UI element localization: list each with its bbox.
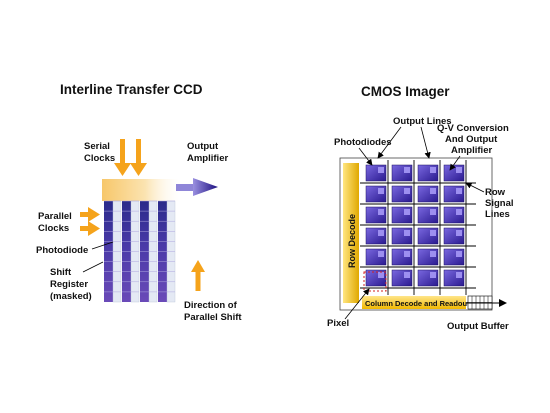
pixel-leader [344,288,370,320]
pixel-array [365,164,465,287]
pixel-amplifier [456,230,462,236]
output-amplifier-icon [193,178,218,196]
pixel-amplifier [456,209,462,215]
ccd-diagram: Interline Transfer CCD Serial Clocks Out… [36,82,242,323]
pixel-amplifier [456,272,462,278]
pixel-amplifier [456,188,462,194]
parallel-clocks-label-line2: Clocks [38,223,69,234]
photodiodes-label: Photodiodes [334,137,392,148]
serial-clocks-label-line2: Clocks [84,153,115,164]
highlighted-pixel [363,271,387,292]
ccd-title: Interline Transfer CCD [60,82,203,97]
photodiodes-leader [358,147,373,166]
pixel-amplifier [404,167,410,173]
pixel-amplifier [430,167,436,173]
pixel-amplifier [404,209,410,215]
photodiode-label: Photodiode [36,245,88,256]
output-buffer-label: Output Buffer [447,321,509,332]
shift-register-leader [82,261,104,273]
shift-register-label-line1: Shift [50,267,72,278]
row-signal-label-line1: Row [485,187,506,198]
pixel-amplifier [404,188,410,194]
direction-label-line2: Parallel Shift [184,312,242,323]
row-signal-leader [465,182,485,193]
parallel-shift-arrow [191,260,205,291]
row-signal-label-line2: Signal [485,198,514,209]
parallel-clocks-label-line1: Parallel [38,211,72,222]
pixel-amplifier [404,251,410,257]
qv-label-line2: And Output [445,134,498,145]
qv-label-line3: Amplifier [451,145,492,156]
qv-leader [449,155,461,171]
parallel-clock-arrow [80,207,100,222]
pixel-amplifier [378,167,384,173]
serial-clocks-label-line1: Serial [84,141,110,152]
output-lines-label: Output Lines [393,116,452,127]
pixel-amplifier [430,188,436,194]
cmos-diagram: CMOS Imager Row Decode Column Decode and… [327,84,514,332]
column-decode-block [362,296,466,309]
serial-clock-arrow [114,139,131,176]
ccd-columns [104,200,176,303]
pixel-amplifier [430,209,436,215]
pixel-amplifier [404,272,410,278]
photodiode-leader [91,241,114,250]
pixel-amplifier [378,230,384,236]
qv-label-line1: Q-V Conversion [437,123,509,134]
output-lines-leader [377,126,402,159]
signal-lines [360,160,476,295]
pixel-amplifier [378,188,384,194]
amplifier-connector [176,184,198,191]
serial-register [102,179,180,201]
row-decode-block [343,163,359,303]
pixel-amplifier [378,251,384,257]
pixel-amplifier [456,251,462,257]
cmos-title: CMOS Imager [361,84,450,99]
shift-register-label-line2: Register [50,279,88,290]
pixel-amplifier [430,230,436,236]
serial-clock-arrow [130,139,147,176]
pixel-amplifier [404,230,410,236]
pixel-amplifier [378,272,384,278]
parallel-clock-arrow [80,221,100,236]
pixel-label: Pixel [327,318,349,329]
pixel-amplifier [456,167,462,173]
direction-label-line1: Direction of [184,300,238,311]
row-decode-label: Row Decode [347,214,357,268]
pixel-amplifier [378,209,384,215]
cmos-chip-outline [339,157,493,311]
column-decode-label: Column Decode and Readout [365,299,470,308]
row-signal-label-line3: Lines [485,209,510,220]
pixel-amplifier [430,251,436,257]
output-amplifier-label-line1: Output [187,141,219,152]
output-lines-leader [420,126,431,159]
output-amplifier-label-line2: Amplifier [187,153,228,164]
shift-register-label-line3: (masked) [50,291,92,302]
pixel-amplifier [430,272,436,278]
